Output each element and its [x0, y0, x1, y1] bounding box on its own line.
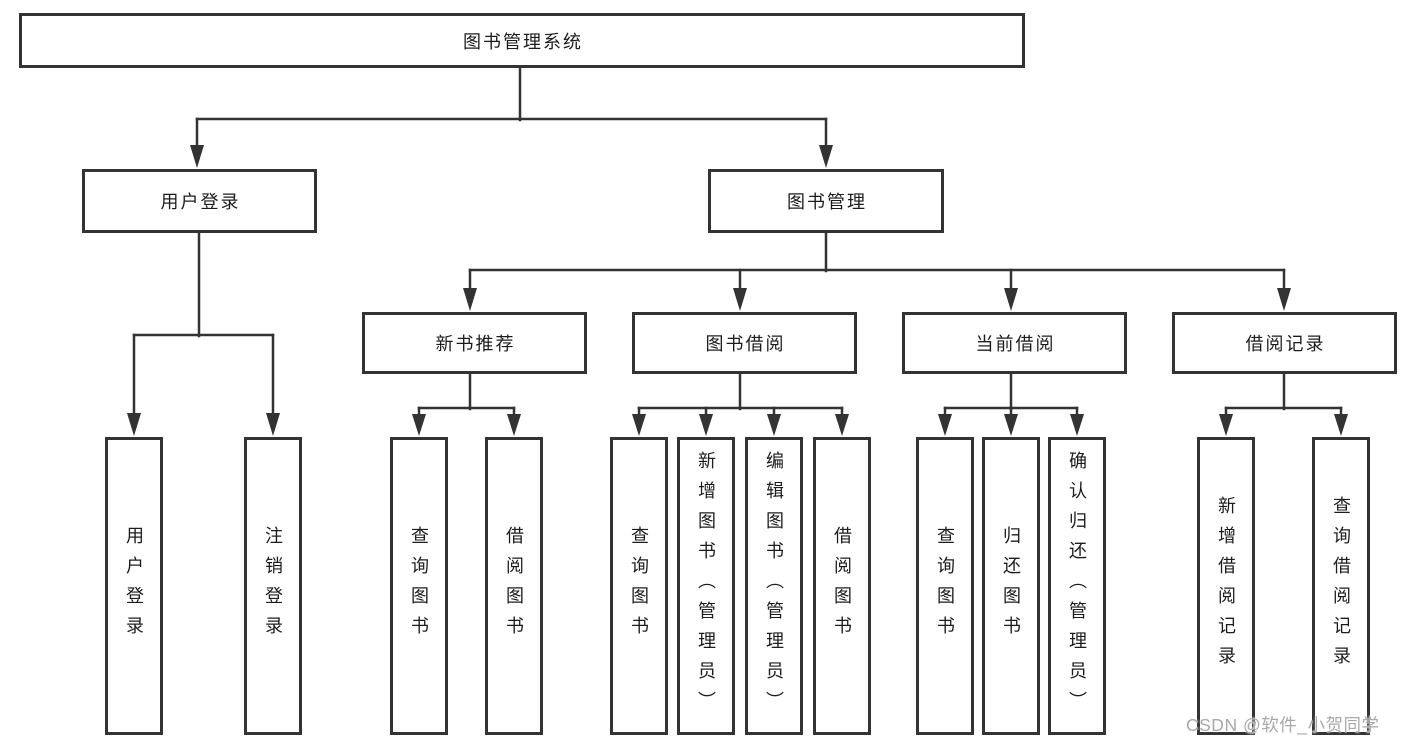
node-root: 图书管理系统 [19, 13, 1025, 68]
leaf-add-books-admin-label: 新增图书（管理员） [696, 451, 716, 721]
leaf-add-books-admin: 新增图书（管理员） [677, 437, 735, 735]
connector-current-borrow-to-leaves [938, 372, 1084, 436]
leaf-logout-label: 注销登录 [263, 526, 283, 646]
leaf-borrow-books-2-label: 借阅图书 [832, 526, 852, 646]
connector-book-management-to-level3 [463, 231, 1291, 311]
node-root-label: 图书管理系统 [463, 31, 583, 52]
leaf-query-books-1-label: 查询图书 [409, 526, 429, 646]
leaf-return-books-label: 归还图书 [1001, 526, 1021, 646]
connector-new-book-recommend-to-leaves [412, 372, 521, 436]
node-new-book-recommend: 新书推荐 [362, 312, 587, 374]
leaf-borrow-books-1: 借阅图书 [485, 437, 543, 735]
connector-user-login-to-leaves [127, 231, 280, 436]
leaf-confirm-return-admin: 确认归还（管理员） [1048, 437, 1106, 735]
node-current-borrow: 当前借阅 [902, 312, 1127, 374]
leaf-edit-books-admin: 编辑图书（管理员） [745, 437, 803, 735]
leaf-query-borrow-record-label: 查询借阅记录 [1331, 496, 1351, 676]
leaf-query-books-3: 查询图书 [916, 437, 974, 735]
watermark: CSDN @软件_小贺同学 [1186, 715, 1380, 735]
leaf-query-books-1: 查询图书 [390, 437, 448, 735]
node-book-borrow-label: 图书借阅 [705, 334, 786, 354]
node-book-borrow: 图书借阅 [632, 312, 857, 374]
node-user-login-label: 用户登录 [160, 192, 241, 212]
leaf-borrow-books-1-label: 借阅图书 [504, 526, 524, 646]
leaf-query-books-2: 查询图书 [610, 437, 668, 735]
leaf-borrow-books-2: 借阅图书 [813, 437, 871, 735]
node-book-management-label: 图书管理 [787, 192, 867, 212]
leaf-return-books: 归还图书 [982, 437, 1040, 735]
leaf-add-borrow-record: 新增借阅记录 [1197, 437, 1255, 735]
leaf-logout: 注销登录 [244, 437, 302, 735]
node-borrow-records: 借阅记录 [1172, 312, 1397, 374]
node-borrow-records-label: 借阅记录 [1245, 334, 1326, 354]
leaf-query-books-2-label: 查询图书 [629, 526, 649, 646]
leaf-query-borrow-record: 查询借阅记录 [1312, 437, 1370, 735]
leaf-user-login: 用户登录 [105, 437, 163, 735]
node-new-book-recommend-label: 新书推荐 [435, 334, 516, 354]
connector-book-borrow-to-leaves [632, 372, 849, 436]
leaf-add-borrow-record-label: 新增借阅记录 [1216, 496, 1236, 676]
connector-root-to-level2 [190, 66, 833, 168]
leaf-user-login-label: 用户登录 [124, 526, 144, 646]
leaf-confirm-return-admin-label: 确认归还（管理员） [1067, 451, 1087, 721]
leaf-query-books-3-label: 查询图书 [935, 526, 955, 646]
connector-borrow-records-to-leaves [1219, 372, 1348, 436]
node-current-borrow-label: 当前借阅 [975, 334, 1056, 354]
node-book-management: 图书管理 [708, 169, 944, 233]
node-user-login: 用户登录 [82, 169, 317, 233]
leaf-edit-books-admin-label: 编辑图书（管理员） [764, 451, 784, 721]
